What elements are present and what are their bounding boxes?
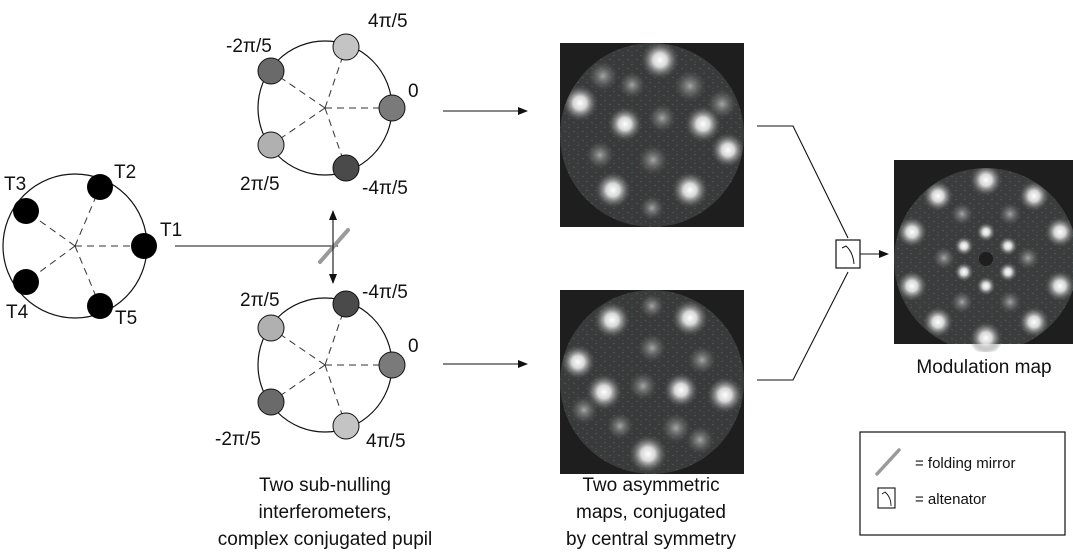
lower-map-connector bbox=[757, 271, 849, 381]
upper-phase-0-label: 0 bbox=[408, 81, 419, 102]
telescope-t5-marker bbox=[87, 293, 113, 319]
lower-phase-m2pi5-marker bbox=[257, 388, 285, 416]
telescope-t3-label: T3 bbox=[4, 174, 26, 195]
legend-alternator-icon bbox=[877, 487, 896, 509]
upper-phase-2pi5-label: 2π/5 bbox=[240, 174, 280, 195]
lower-phase-m2pi5-label: -2π/5 bbox=[215, 429, 261, 450]
lower-asymmetric-map bbox=[560, 290, 744, 474]
legend-alternator-label: = altenator bbox=[915, 491, 986, 508]
telescope-t4-marker bbox=[13, 269, 39, 295]
telescope-t2-marker bbox=[87, 174, 113, 200]
telescope-t3-marker bbox=[13, 198, 39, 224]
lower-phase-2pi5-label: 2π/5 bbox=[240, 290, 280, 311]
lower-interferometer: 0 -4π/5 2π/5 -2π/5 4π/5 bbox=[215, 282, 419, 452]
modulation-map-caption: Modulation map bbox=[916, 357, 1051, 378]
upper-phase-4pi5-label: 4π/5 bbox=[368, 11, 408, 32]
telescope-t1-marker bbox=[131, 233, 157, 259]
upper-phase-m4pi5-label: -4π/5 bbox=[362, 178, 408, 199]
upper-phase-2pi5-marker bbox=[257, 131, 285, 159]
interferometers-caption: Two sub-nulling interferometers, complex… bbox=[218, 475, 432, 550]
main-pupil-spokes bbox=[25, 186, 144, 307]
maps-caption: Two asymmetric maps, conjugated by centr… bbox=[566, 475, 736, 550]
lower-phase-4pi5-marker bbox=[332, 412, 360, 440]
telescope-t5-label: T5 bbox=[115, 308, 137, 329]
upper-phase-m4pi5-marker bbox=[332, 154, 360, 182]
lower-interferometer-spokes bbox=[270, 303, 392, 427]
interferometers-caption-line-1: Two sub-nulling bbox=[259, 475, 391, 496]
upper-interferometer-spokes bbox=[270, 46, 392, 169]
upper-phase-m2pi5-label: -2π/5 bbox=[226, 36, 272, 57]
legend-box bbox=[859, 431, 1066, 536]
lower-phase-m4pi5-label: -4π/5 bbox=[362, 282, 408, 303]
legend-folding-mirror-icon bbox=[875, 448, 901, 476]
telescope-t1-label: T1 bbox=[160, 220, 182, 241]
upper-map-connector bbox=[757, 125, 849, 239]
lower-phase-m4pi5-marker bbox=[332, 290, 360, 318]
maps-caption-line-2: maps, conjugated bbox=[576, 502, 726, 523]
telescope-t4-label: T4 bbox=[6, 302, 29, 323]
interferometers-caption-line-2: interferometers, bbox=[258, 502, 391, 523]
legend: = folding mirror = altenator bbox=[859, 431, 1066, 536]
telescope-t2-label: T2 bbox=[114, 162, 136, 183]
lower-phase-0-label: 0 bbox=[408, 336, 419, 357]
upper-phase-0-marker bbox=[378, 94, 406, 122]
upper-phase-m2pi5-marker bbox=[257, 57, 285, 85]
legend-folding-mirror-label: = folding mirror bbox=[915, 455, 1015, 472]
upper-phase-4pi5-marker bbox=[332, 33, 360, 61]
lower-phase-4pi5-label: 4π/5 bbox=[366, 431, 406, 452]
lower-phase-2pi5-marker bbox=[257, 314, 285, 342]
maps-caption-line-1: Two asymmetric bbox=[582, 475, 719, 496]
alternator-symbol bbox=[835, 239, 861, 269]
lower-phase-0-marker bbox=[378, 351, 406, 379]
main-pupil: T1 T2 T3 T4 T5 bbox=[2, 162, 182, 329]
upper-asymmetric-map bbox=[560, 43, 744, 227]
upper-interferometer: 0 4π/5 -2π/5 2π/5 -4π/5 bbox=[226, 11, 419, 199]
maps-caption-line-3: by central symmetry bbox=[566, 529, 736, 550]
modulation-map bbox=[894, 160, 1073, 352]
interferometers-caption-line-3: complex conjugated pupil bbox=[218, 529, 432, 550]
